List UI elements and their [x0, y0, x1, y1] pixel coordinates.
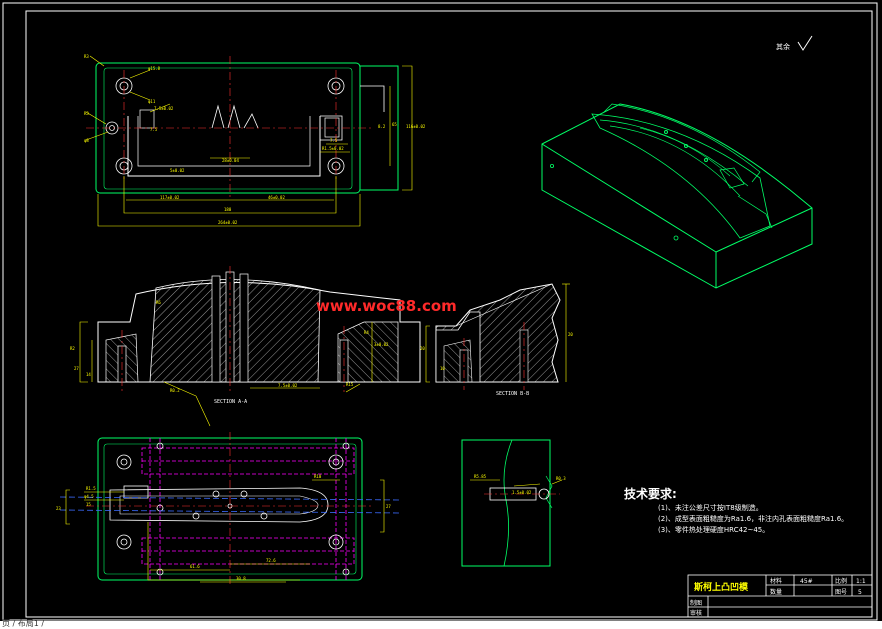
quantity-label: 数量: [770, 588, 782, 596]
svg-text:φ8: φ8: [84, 138, 89, 143]
svg-text:46±0.02: 46±0.02: [268, 195, 285, 200]
svg-text:1.5±0.02: 1.5±0.02: [512, 490, 532, 495]
tech-req-item-3: (3)、零件热处理硬度HRC42~45。: [658, 525, 769, 534]
tech-req-item-2: (2)、成型表面粗糙度为Ra1.6，非注内孔表面粗糙度Ra1.6。: [658, 514, 848, 523]
top-plan-view: R3 φ15.8 φ11 R3 φ8 7.5±0.02 7.5 5±0.02 28±0.04…: [84, 54, 426, 227]
ratio-label: 比例: [835, 577, 847, 585]
technical-requirements: 技术要求: (1)、未注公差尺寸按IT8级制造。 (2)、成型表面粗糙度为Ra1…: [624, 486, 848, 534]
svg-text:R1.5: R1.5: [86, 486, 96, 491]
svg-text:61.6: 61.6: [190, 564, 200, 569]
svg-text:264±0.02: 264±0.02: [218, 220, 238, 225]
svg-text:116±0.02: 116±0.02: [406, 124, 426, 129]
drawing-no-label: 图号: [835, 589, 847, 596]
section-b-b-label: SECTION B-B: [496, 391, 529, 397]
bottom-plan-view: 23 27 R1.5 φ4.5 15 61.6 72.6 30.8 R10: [56, 432, 401, 586]
svg-text:27: 27: [386, 504, 391, 509]
section-b-b-view: 20 20 10 SECTION B-B: [420, 283, 573, 397]
svg-text:R10: R10: [314, 474, 322, 479]
svg-text:27: 27: [74, 366, 79, 371]
drawing-no-value: 5: [858, 589, 862, 596]
svg-text:180: 180: [224, 207, 232, 212]
svg-text:R4: R4: [364, 330, 369, 335]
detail-view: R5.85 1.5±0.02 R0.3: [461, 439, 566, 567]
surface-roughness-mark: 其余: [776, 35, 813, 51]
svg-text:R6: R6: [156, 300, 161, 305]
svg-text:72.6: 72.6: [266, 558, 276, 563]
drawing-frame: [2, 2, 878, 621]
svg-text:23: 23: [56, 506, 61, 511]
material-value: 45#: [800, 578, 813, 585]
tech-req-item-1: (1)、未注公差尺寸按IT8级制造。: [658, 503, 763, 512]
svg-text:7.5±0.02: 7.5±0.02: [154, 106, 174, 111]
layout-tab-label[interactable]: 页 / 布局1 /: [2, 619, 45, 628]
material-label: 材料: [770, 577, 782, 585]
svg-text:30.8: 30.8: [236, 576, 246, 581]
svg-text:20: 20: [568, 332, 573, 337]
svg-text:7.5: 7.5: [330, 138, 338, 143]
svg-text:28±0.04: 28±0.04: [222, 158, 239, 163]
svg-text:8.2: 8.2: [378, 124, 386, 129]
ratio-value: 1:1: [856, 578, 866, 585]
isometric-view: [541, 103, 813, 289]
design-label: 制图: [690, 599, 702, 607]
svg-text:R0.3: R0.3: [556, 476, 566, 481]
svg-text:R15: R15: [346, 382, 354, 387]
svg-text:R5.85: R5.85: [474, 474, 487, 479]
svg-text:R1.5±0.02: R1.5±0.02: [322, 146, 344, 151]
svg-text:14: 14: [86, 372, 91, 377]
svg-text:R0.2: R0.2: [170, 388, 180, 393]
surface-label: 其余: [776, 42, 790, 51]
svg-text:R3: R3: [84, 111, 89, 116]
svg-text:R3: R3: [84, 54, 89, 59]
svg-text:20: 20: [420, 346, 425, 351]
review-label: 审核: [690, 609, 702, 617]
svg-text:7.5: 7.5: [150, 127, 158, 132]
part-name: 斯柯上凸凹模: [694, 581, 749, 593]
svg-text:R2: R2: [70, 346, 75, 351]
svg-text:φ15.8: φ15.8: [148, 66, 161, 71]
tech-req-title: 技术要求:: [624, 486, 677, 501]
svg-text:3±0.02: 3±0.02: [374, 342, 389, 347]
svg-text:φ4.5: φ4.5: [84, 494, 94, 499]
svg-text:5±0.02: 5±0.02: [170, 168, 185, 173]
svg-text:117±0.02: 117±0.02: [160, 195, 180, 200]
title-block: 斯柯上凸凹模 材料 45# 比例 1:1 数量 图号 5 制图 审核: [687, 574, 873, 618]
layout-status-bar: 页 / 布局1 /: [0, 619, 882, 628]
site-watermark: www.woc88.com: [316, 297, 457, 315]
svg-text:10: 10: [440, 366, 445, 371]
svg-text:7.5±0.02: 7.5±0.02: [278, 383, 298, 388]
svg-text:φ11: φ11: [148, 99, 156, 104]
svg-text:65: 65: [392, 122, 397, 127]
svg-text:15: 15: [86, 502, 91, 507]
section-a-a-label: SECTION A-A: [214, 399, 247, 405]
